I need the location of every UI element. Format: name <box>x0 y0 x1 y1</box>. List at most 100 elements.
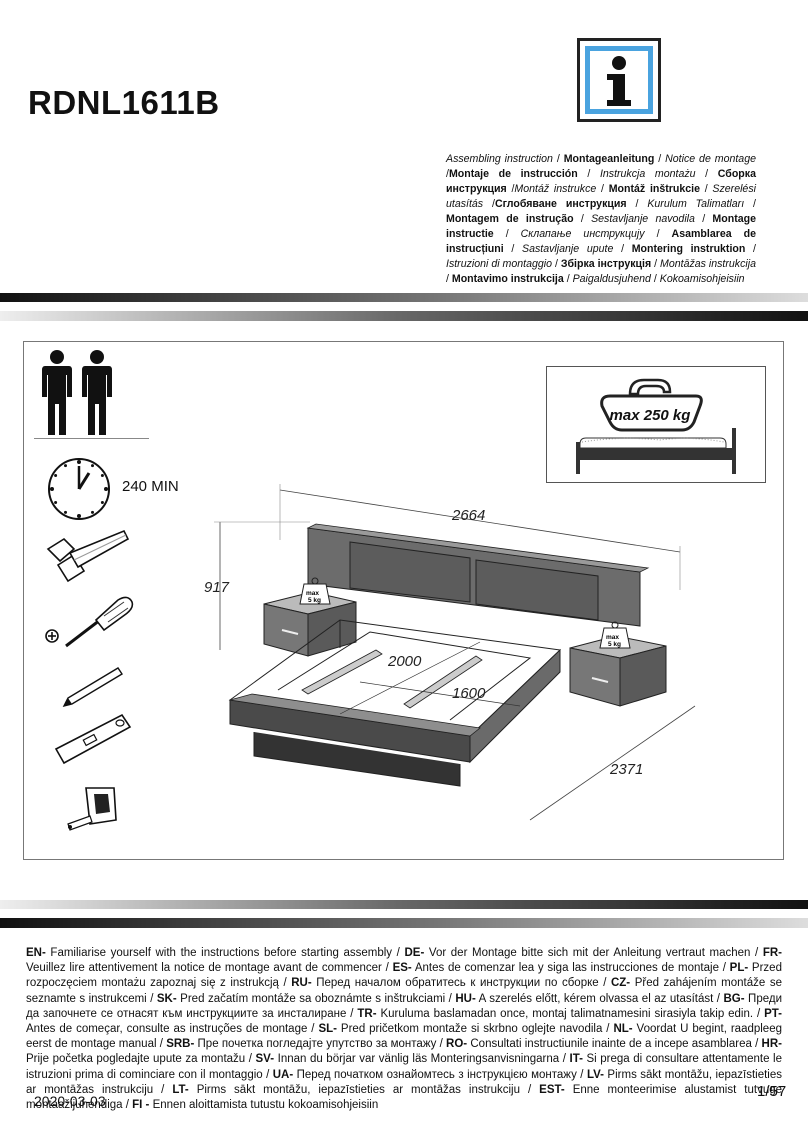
notice-language-text: Familiarise yourself with the instructio… <box>45 947 405 959</box>
pencil-icon <box>62 667 123 708</box>
notice-language-code: SV- <box>255 1053 275 1066</box>
title-language-segment: Збірка інструкція <box>560 258 652 270</box>
title-language-segment: Montáž inštrukcie <box>608 183 700 195</box>
title-language-segment: Asamblarea de instrucțiuni <box>446 228 756 255</box>
title-language-segment: / <box>745 243 756 255</box>
notice-language-text: Voordat U begint, raadpleeg eerst de mon… <box>26 1023 782 1051</box>
notice-language-text: Przed rozpoczęciem montażu zapoznaj się … <box>26 962 782 990</box>
screwdriver-icon <box>45 596 134 648</box>
title-language-segment: Montering instruktion <box>631 243 746 255</box>
dimension-height-917: 917 <box>204 579 230 596</box>
title-language-segment: / <box>503 243 523 255</box>
title-language-segment: / <box>654 153 666 165</box>
notice-language-code: LT- <box>172 1083 189 1096</box>
notice-language-text: Antes de comenzar lea y siga las instruc… <box>411 962 730 975</box>
notice-language-code: RO- <box>446 1038 468 1051</box>
notice-language-code: DE- <box>404 947 425 959</box>
title-language-segment: / <box>446 273 452 285</box>
notice-language-code: HU- <box>455 992 476 1005</box>
title-language-segment: / <box>446 168 449 180</box>
notice-language-text: Enne monteerimise alustamist tutvuge mon… <box>26 1083 783 1112</box>
title-language-segment: / <box>552 258 561 270</box>
title-language-segment: / <box>644 228 672 240</box>
notice-language-text: Перед началом обратитесь к инструкции по… <box>311 977 611 990</box>
notice-language-code: TR- <box>357 1007 377 1020</box>
notice-language-code: SL- <box>318 1023 337 1036</box>
notice-language-code: HR- <box>761 1038 782 1051</box>
title-language-segment: Notice de montage <box>665 153 756 165</box>
notice-language-text: Antes de começar, consulte as instruções… <box>26 1023 319 1036</box>
notice-language-text: Ennen aloittamista tutustu kokoamisohjei… <box>149 1099 379 1112</box>
notice-language-text: Pirms sākt montāžu, iepazīstieties ar mo… <box>26 1068 783 1096</box>
notice-language-code: PL- <box>729 962 749 975</box>
title-language-segment: Montageanleitung <box>563 153 655 165</box>
persons-divider <box>34 438 149 439</box>
notice-language-text: Vor der Montage bitte sich mit der Anlei… <box>424 947 763 959</box>
notice-language-text: Пре почетка погледајте упутство за монта… <box>194 1038 447 1051</box>
bed-illustration: 2664 917 max 5 kg max 5 kg 2000 1600 237… <box>204 484 696 821</box>
nightstand-load-right-line2: 5 kg <box>608 641 621 648</box>
title-language-segment: Склапање инструкцију <box>520 228 645 240</box>
title-language-segment: Montavimo instrukcija <box>451 273 564 285</box>
dimension-width-2664: 2664 <box>451 507 485 524</box>
title-language-segment: / <box>694 213 713 225</box>
title-language-segment: / <box>577 168 600 180</box>
nightstand-load-left-line2: 5 kg <box>308 597 321 604</box>
title-language-segment: Sastavljanje upute <box>522 243 614 255</box>
notice-language-code: IT- <box>569 1053 583 1066</box>
header-divider <box>0 293 808 321</box>
title-language-segment: / <box>650 273 660 285</box>
notice-language-code: ES- <box>392 962 412 975</box>
notice-language-text: Kuruluma baslamadan once, montaj talimat… <box>376 1007 765 1020</box>
tape-measure-icon <box>67 787 117 831</box>
notice-language-code: BG- <box>723 992 745 1005</box>
notice-language-text: Si prega di consultare attentamente le i… <box>26 1053 783 1081</box>
title-language-segment: Montagem de instrução <box>446 213 574 225</box>
notice-language-text: Pirms sākt montāžu, iepazīstieties ar mo… <box>188 1083 540 1096</box>
notice-language-text: Перед початком ознайомтесь з інструкцією… <box>293 1068 587 1081</box>
document-date: 2020-03-03 <box>34 1093 106 1109</box>
notice-language-code: EST- <box>539 1083 565 1096</box>
notice-language-code: RU- <box>291 977 312 990</box>
nightstand-load-right-line1: max <box>606 634 619 641</box>
notice-language-code: PT- <box>764 1007 782 1020</box>
notice-language-text: Prije početka pogledajte upute za montaž… <box>26 1053 256 1066</box>
hammer-icon <box>46 529 130 583</box>
title-language-segment: / <box>626 198 648 210</box>
frame-border <box>23 341 784 343</box>
title-language-segment: Montage instructie <box>446 213 756 240</box>
notice-language-text: Innan du börjar var vänlig läs Montering… <box>274 1053 570 1066</box>
notice-language-code: EN- <box>26 947 46 959</box>
title-language-segment: Sestavljanje navodila <box>591 213 695 225</box>
title-language-segment: Montáž instrukce <box>514 183 597 195</box>
title-language-segment: / <box>699 183 713 195</box>
two-persons-icon <box>42 350 112 435</box>
footer-divider <box>0 900 808 928</box>
title-language-segment: Сборка инструкция <box>446 168 756 195</box>
title-language-segment: Kurulum Talimatları <box>647 198 745 210</box>
notice-language-code: UA- <box>272 1068 294 1081</box>
title-language-segment: / <box>596 183 609 195</box>
notice-language-code: FI - <box>132 1099 150 1112</box>
title-language-segment: / <box>651 258 661 270</box>
dimension-width-1600: 1600 <box>452 685 486 702</box>
title-language-segment: / <box>493 228 521 240</box>
title-language-segment: / <box>506 183 515 195</box>
max-load-illustration: max 250 kg <box>576 378 736 474</box>
notice-language-text: Veuillez lire attentivement la notice de… <box>26 962 393 975</box>
notice-language-code: NL- <box>613 1023 633 1036</box>
multilingual-notice: EN- Familiarise yourself with the instru… <box>26 946 782 1113</box>
title-language-segment: Kokoamisohjeisiin <box>659 273 745 285</box>
spirit-level-icon <box>54 713 132 765</box>
notice-language-code: SRB- <box>166 1038 195 1051</box>
notice-language-code: CZ- <box>610 977 631 990</box>
page-number: 1/57 <box>757 1083 787 1100</box>
weight-right-icon: max 5 kg <box>599 621 631 649</box>
title-language-segment: / <box>744 198 756 210</box>
model-number: RDNL1611B <box>28 84 220 121</box>
title-language-segment: Montaje de instrucción <box>448 168 578 180</box>
notice-language-text: Consultati instructiunile inainte de a i… <box>467 1038 762 1051</box>
dimension-length-2000: 2000 <box>387 653 422 670</box>
title-language-segment: Assembling instruction <box>446 153 553 165</box>
title-language-segment: / <box>613 243 632 255</box>
